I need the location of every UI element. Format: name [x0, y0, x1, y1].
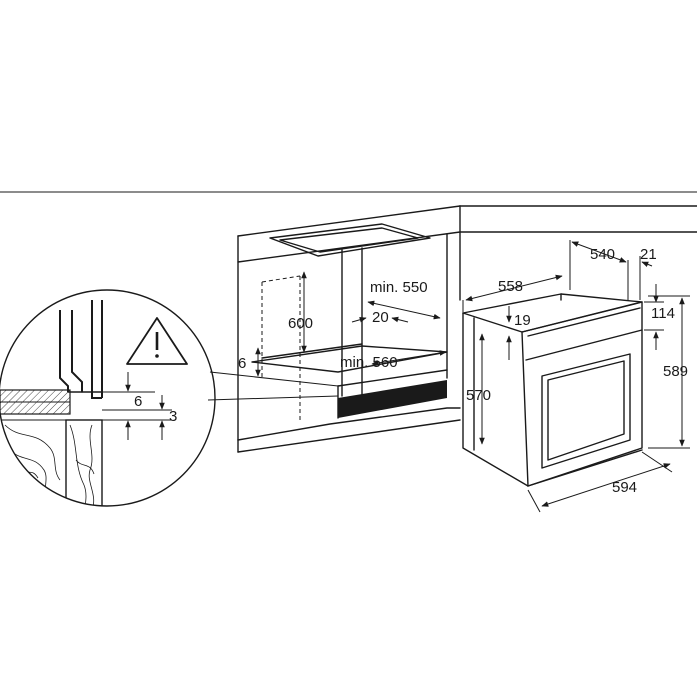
top-offset-label: 19	[514, 312, 531, 329]
niche-offset-label: 20	[372, 309, 389, 326]
warning-triangle-icon	[126, 317, 188, 365]
oven-height-label: 589	[663, 363, 688, 380]
oven-body-height-label: 570	[466, 387, 491, 404]
detail-leader-line	[209, 371, 339, 387]
niche-width-label: min. 560	[340, 354, 398, 371]
panel-height-label: 114	[651, 305, 675, 322]
niche-depth-label: min. 550	[370, 279, 428, 296]
oven-width-label: 594	[612, 479, 637, 496]
niche-height-label: 600	[288, 315, 313, 332]
detail-offset-label: 3	[169, 408, 177, 425]
oven-depth-front-label: 21	[640, 246, 657, 263]
dim-540-line	[571, 241, 627, 263]
cabinet-niche	[237, 205, 697, 453]
floor-gap-label: 6	[238, 355, 246, 372]
detail-gap-label: 6	[134, 393, 142, 410]
oven-depth-body-label: 540	[590, 246, 615, 263]
detail-circle: 6 3	[0, 289, 216, 507]
oven-depth-total-label: 558	[498, 278, 523, 295]
